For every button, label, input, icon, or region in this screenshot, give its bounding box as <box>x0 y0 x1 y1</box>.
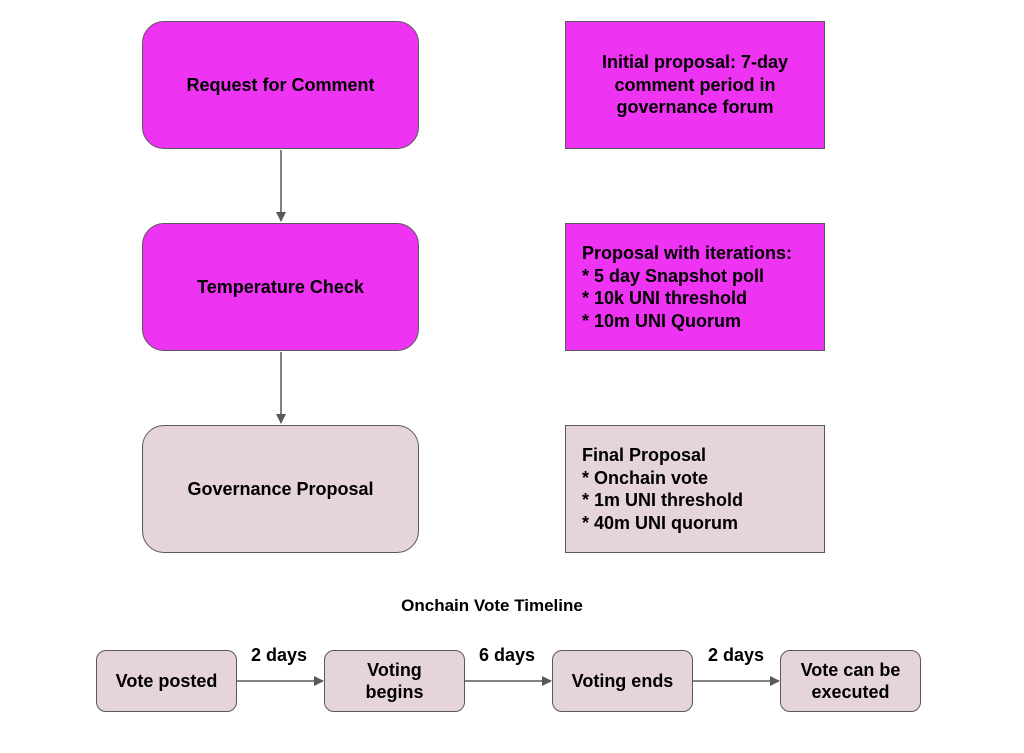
timeline-step-label: Vote can be <box>800 660 901 680</box>
stage-request-for-comment: Request for Comment <box>142 21 419 149</box>
note-line: governance forum <box>616 97 774 118</box>
timeline-step-label: begins <box>365 682 424 702</box>
note-temperature-check: Proposal with iterations: * 5 day Snapsh… <box>565 223 825 351</box>
note-line: * Onchain vote <box>582 467 709 488</box>
timeline-step-voting-begins: Voting begins <box>324 650 465 712</box>
note-line: comment period in <box>614 74 776 95</box>
interval-label: 2 days <box>707 645 765 665</box>
stage-label: Temperature Check <box>197 276 364 297</box>
note-line: * 1m UNI threshold <box>582 490 744 510</box>
note-request-for-comment: Initial proposal: 7-day comment period i… <box>565 21 825 149</box>
timeline-step-vote-executed: Vote can be executed <box>780 650 921 712</box>
note-line: Proposal with iterations: <box>582 243 793 263</box>
note-line: * 10k UNI threshold <box>582 288 748 308</box>
timeline-step-label: Vote posted <box>115 671 218 691</box>
note-line: * 40m UNI quorum <box>582 512 739 533</box>
note-line: * 5 day Snapshot poll <box>582 265 765 286</box>
stage-governance-proposal: Governance Proposal <box>142 425 419 553</box>
timeline-title: Onchain Vote Timeline <box>401 596 583 615</box>
timeline-step-voting-ends: Voting ends <box>552 650 693 712</box>
interval-label: 2 days <box>250 645 308 665</box>
note-line: Final Proposal <box>582 445 707 465</box>
timeline-step-vote-posted: Vote posted <box>96 650 237 712</box>
note-line: * 10m UNI Quorum <box>582 310 742 331</box>
timeline-step-label: Voting ends <box>571 671 674 691</box>
interval-label: 6 days <box>478 645 536 665</box>
note-governance-proposal: Final Proposal * Onchain vote * 1m UNI t… <box>565 425 825 553</box>
timeline-step-label: executed <box>811 682 890 702</box>
timeline-step-label: Voting <box>367 660 422 680</box>
stage-temperature-check: Temperature Check <box>142 223 419 351</box>
stage-label: Request for Comment <box>186 74 375 95</box>
stage-label: Governance Proposal <box>187 478 374 499</box>
note-line: Initial proposal: 7-day <box>601 52 789 73</box>
